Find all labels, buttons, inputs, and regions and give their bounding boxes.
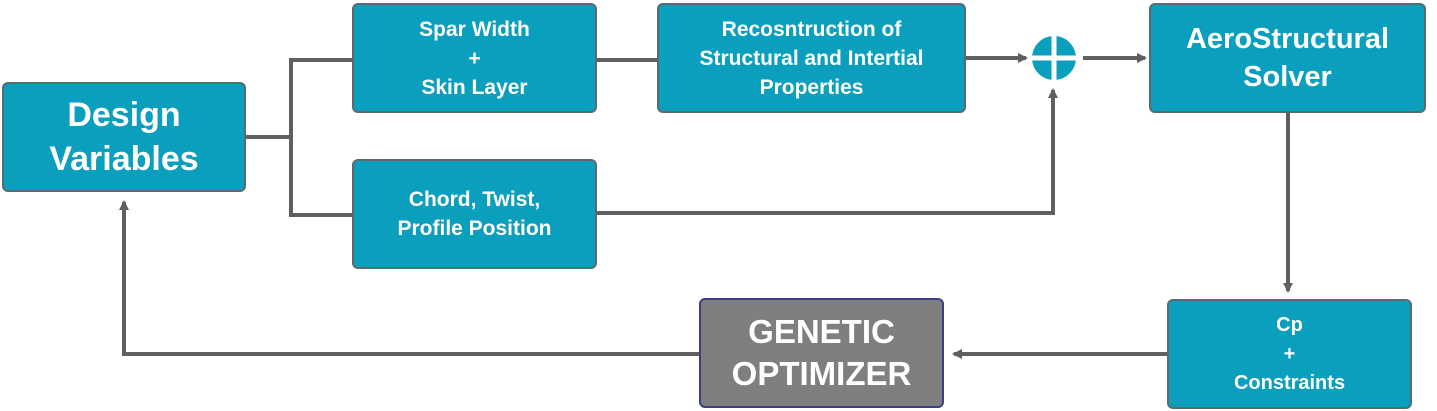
node-label-line: Cp (1276, 313, 1303, 336)
design-variables-node: Design Variables (2, 82, 246, 192)
node-label-line: + (1283, 342, 1296, 365)
node-label-line: AeroStructural (1185, 23, 1390, 55)
node-label-line: Profile Position (397, 217, 552, 240)
reconstruction-node: Recosntruction of Structural and Interti… (657, 3, 966, 113)
cp-constraints-node: Cp + Constraints (1167, 299, 1412, 409)
chord-twist-node: Chord, Twist, Profile Position (352, 159, 597, 269)
node-label-line: Variables (49, 140, 199, 178)
spar-skin-node: Spar Width + Skin Layer (352, 3, 597, 113)
node-label-line: Skin Layer (421, 75, 528, 99)
genetic-optimizer-node: GENETIC OPTIMIZER (699, 298, 944, 408)
node-label-line: GENETIC (748, 313, 895, 350)
node-label-line: OPTIMIZER (731, 355, 912, 392)
aerostructural-solver-node: AeroStructural Solver (1149, 3, 1426, 113)
arrow-chord-to-sum (597, 88, 1058, 215)
node-label-line: Recosntruction of (721, 17, 902, 41)
node-label-line: + (468, 46, 481, 70)
circle-plus-icon (1030, 34, 1078, 82)
node-label-line: Structural and Intertial (699, 46, 924, 70)
node-label-line: Solver (1243, 61, 1332, 93)
node-label-line: Constraints (1233, 371, 1346, 394)
node-label-line: Chord, Twist, (408, 188, 541, 211)
node-label-line: Spar Width (419, 17, 530, 41)
node-label-line: Design (67, 96, 181, 134)
node-label-line: Properties (759, 75, 864, 99)
arrow-optimizer-to-design (119, 200, 699, 356)
